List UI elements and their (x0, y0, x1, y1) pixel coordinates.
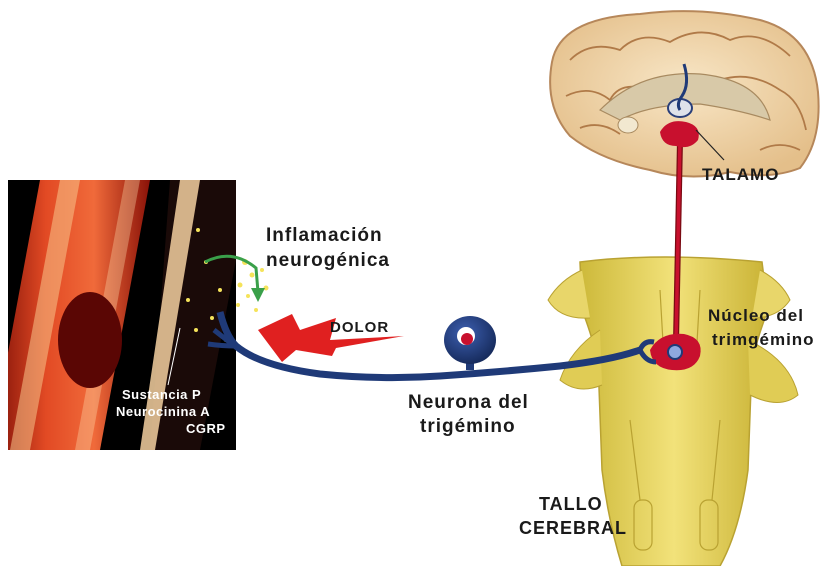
inflamacion-label-line2: neurogénica (266, 250, 390, 272)
tallo-label-line1: TALLO (539, 494, 603, 515)
tallo-label-line2: CEREBRAL (519, 518, 627, 539)
neurona-label-line1: Neurona del (408, 392, 529, 414)
dolor-label: DOLOR (330, 319, 389, 336)
sustancia-label-line2: Neurocinina A (116, 405, 210, 420)
nucleo-label-line1: Núcleo del (708, 306, 804, 326)
nucleo-label-line2: trimgémino (712, 330, 815, 350)
neurona-label-line2: trigémino (420, 416, 516, 438)
sustancia-label-line3: CGRP (186, 422, 226, 437)
talamo-label: TALAMO (702, 165, 779, 185)
brain (550, 11, 818, 176)
sustancia-label-line1: Sustancia P (122, 388, 201, 403)
inflamacion-label-line1: Inflamación (266, 225, 383, 247)
